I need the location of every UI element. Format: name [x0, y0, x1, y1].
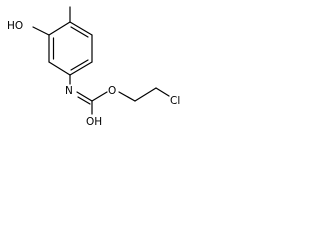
ring-bond-bottom-left [48, 61, 71, 76]
chemical-structure-diagram: HO N OH O Cl [7, 6, 180, 128]
ch2-ch2-bond [134, 87, 157, 102]
ring-bond-bottom-right [69, 61, 93, 76]
ring-double-bond-bottom-right [70, 59, 89, 71]
chlorine-label: Cl [170, 95, 180, 107]
carbon-hydroxyl-label: OH [86, 116, 102, 128]
ring-bond-top-right [69, 21, 93, 36]
oxygen-ch2-bond [118, 91, 136, 102]
nitrogen-carbon-double-bond-outer [76, 91, 93, 102]
ch2-chlorine-bond [155, 87, 170, 97]
nitrogen-carbon-double-bond-inner [77, 96, 91, 105]
nitrogen-label: N [65, 85, 73, 97]
carbon-ester-oxygen-bond [91, 91, 108, 102]
ring-hydroxyl-bond [32, 26, 50, 36]
ring-double-bond-top-right [70, 26, 89, 38]
ring-hydroxyl-label: HO [7, 20, 23, 32]
ester-oxygen-label: O [108, 85, 116, 97]
ring-bond-top-left [48, 21, 71, 36]
benzene-ring [48, 21, 93, 76]
